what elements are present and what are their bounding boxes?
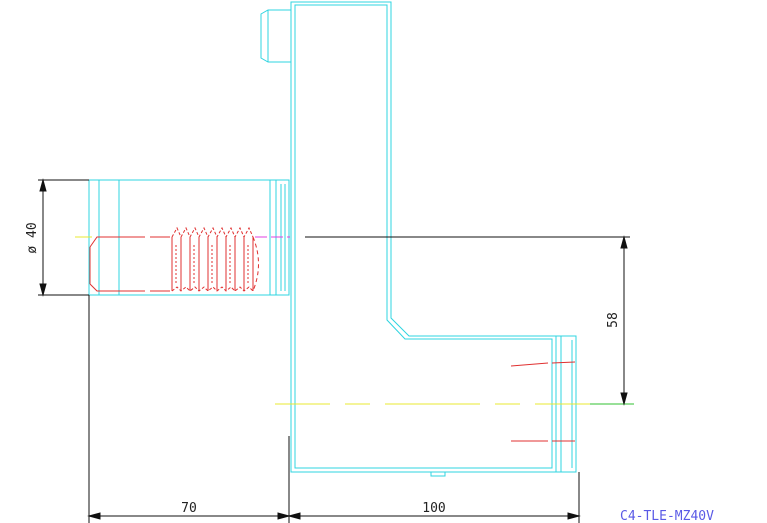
center-lines <box>75 236 634 405</box>
tool-body-outline <box>260 1 577 477</box>
left-length-dimension-label: 70 <box>181 501 197 516</box>
thread-detail <box>89 226 576 442</box>
model-code-label: C4-TLE-MZ40V <box>620 509 714 523</box>
right-length-dimension-label: 100 <box>422 501 445 516</box>
offset-dimension-label: 58 <box>606 312 621 328</box>
diameter-dimension-label: ø 40 <box>25 222 40 253</box>
dimension-lines <box>38 178 630 523</box>
